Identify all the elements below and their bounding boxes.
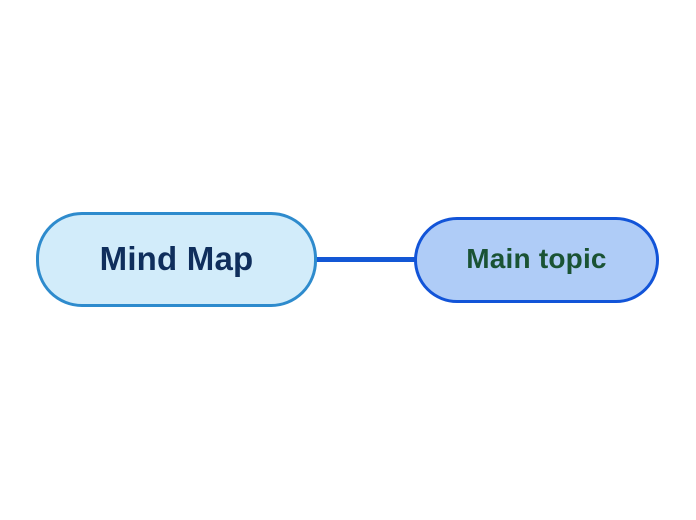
connector-line [314, 257, 416, 262]
child-node-label: Main topic [466, 243, 607, 274]
mindmap-root-node[interactable]: Mind Map [36, 212, 317, 307]
mindmap-child-node[interactable]: Main topic [414, 217, 659, 303]
root-node-label: Mind Map [99, 240, 254, 277]
